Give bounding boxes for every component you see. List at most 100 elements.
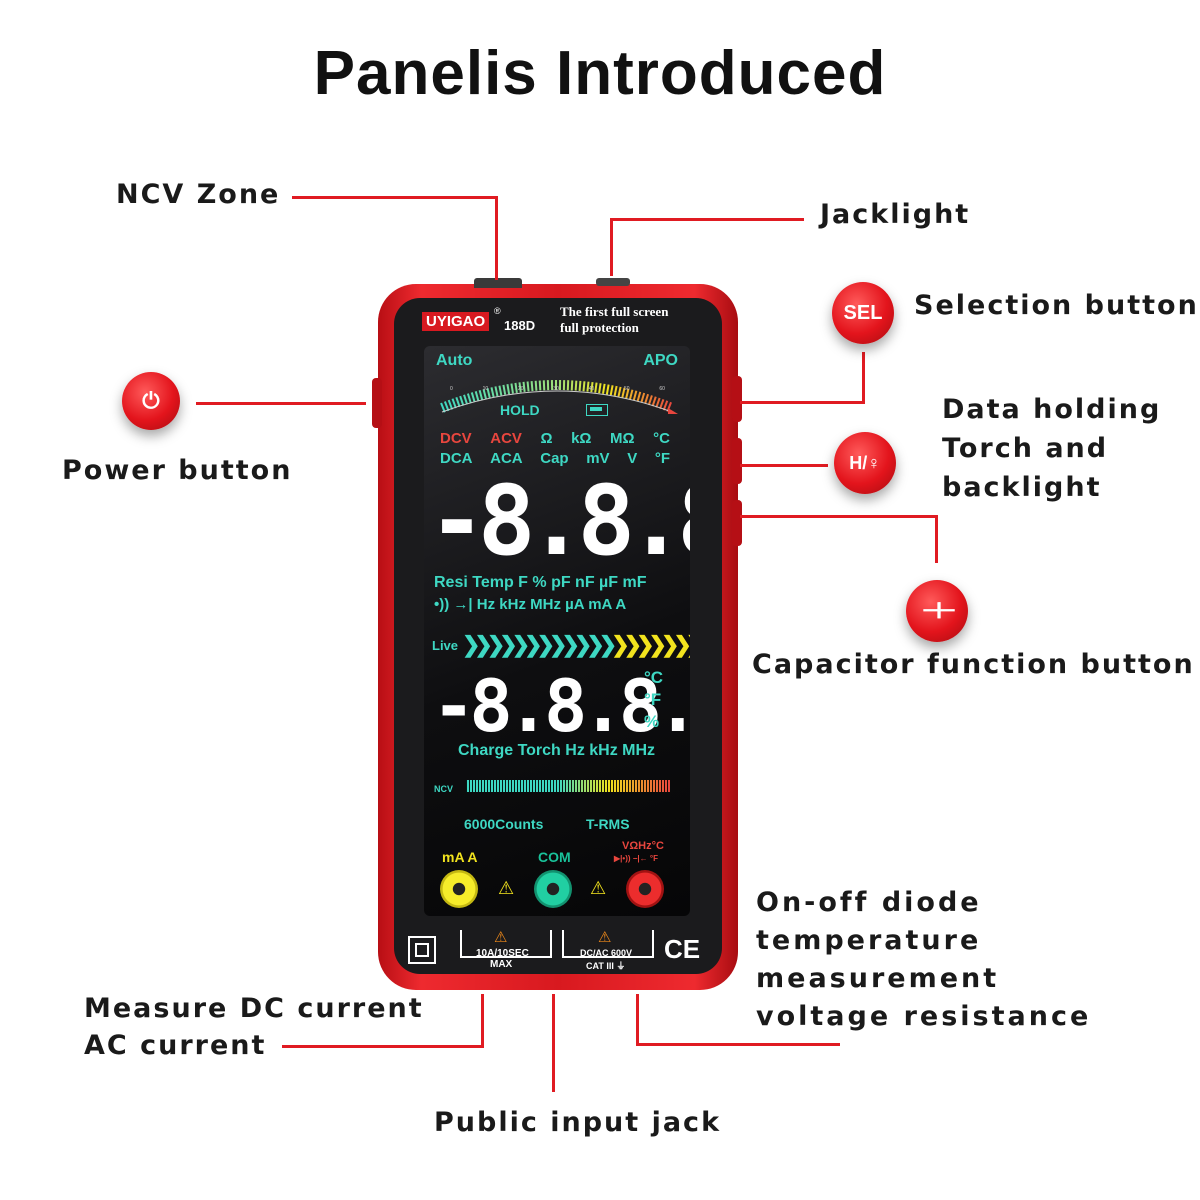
analog-scale [440,380,678,414]
callout-ncv-zone: NCV Zone [116,179,281,210]
sub-labels: Charge Torch Hz kHz MHz [458,742,656,759]
live-chevron-bar: ❯❯❯❯❯❯❯❯❯❯❯❯❯❯❯❯❯❯❯❯❯❯❯❯❯ [462,632,690,657]
sel-button-icon: SEL [832,282,894,344]
warning-icon: ⚠ [590,878,607,898]
max-current-label: 10A/10SEC [476,948,529,959]
cap-leader-v [935,515,938,563]
power-icon: ⏻ [142,388,160,413]
cap-leader-h [740,515,938,518]
jack-v-label-1: VΩHz°C [622,840,664,852]
cap-side-button[interactable] [732,500,742,546]
max-label: MAX [490,959,513,970]
jack-com-label: COM [538,849,571,865]
hold-torch-label: H/♀ [849,452,881,473]
power-leader [196,402,366,405]
tagline-line-2: full protection [560,320,639,335]
jacklight-leader-h [610,218,804,221]
bottom-bracket-right [562,930,654,958]
ncv-leader-v [495,196,498,280]
hold-torch-button-icon: H/♀ [834,432,896,494]
mode-ohm: Ω [540,430,553,447]
scale-tick: 50 [624,386,630,392]
sel-leader-v [862,352,865,404]
mode-dcv: DCV [440,430,472,447]
dc-leader-h [282,1045,484,1048]
jack-com[interactable] [534,870,572,908]
power-side-button[interactable] [372,378,382,428]
units-row-2: •)) →| Hz kHz MHz µA mA A [434,596,627,613]
sel-label: SEL [843,301,883,324]
capacitor-icon: ⊣⊢ [921,598,956,623]
callout-selection-button: Selection button [914,290,1199,321]
mode-aca: ACA [490,450,523,467]
callout-public-jack: Public input jack [434,1107,722,1138]
callout-diode-2: temperature [756,925,982,956]
model-number: 188D [504,318,536,333]
sub-unit-c: °C [644,668,664,687]
jack-ma-label: mA A [442,849,478,865]
lcd-screen: Auto APO 0 10 20 30 40 50 60 HOLD DCV AC… [424,346,690,916]
diode-leader-h [636,1043,840,1046]
mode-v: V [627,450,638,467]
live-label: Live [432,638,459,653]
callout-capacitor-button: Capacitor function button [752,649,1195,680]
jacklight-leader-v [610,218,613,276]
ncv-leader-h [292,196,498,199]
mode-cap: Cap [540,450,569,467]
scale-tick: 10 [482,386,489,392]
trms-label: T-RMS [586,816,630,832]
auto-indicator: Auto [436,352,473,369]
callout-data-holding-3: backlight [942,472,1102,503]
tagline-line-1: The first full screen [560,304,669,319]
counts-label: 6000Counts [464,816,544,832]
scale-tick: 20 [517,386,524,392]
power-button-icon: ⏻ [122,372,180,430]
mode-mohm: MΩ [610,430,635,447]
battery-icon [586,404,608,416]
public-jack-leader [552,994,555,1092]
ncv-bar [466,780,670,792]
callout-measure-dc-1: Measure DC current [84,993,424,1024]
units-row-1: Resi Temp F % pF nF µF mF [434,574,647,591]
hold-side-button[interactable] [732,438,742,484]
sub-unit-f: °F [644,690,662,709]
warning-icon: ⚠ [494,929,508,946]
hold-leader [740,464,828,467]
mode-celsius: °C [653,430,670,447]
callout-data-holding-1: Data holding [942,394,1162,425]
capacitor-button-icon: ⊣⊢ [906,580,968,642]
voltage-rating-label: DC/AC 600V [580,948,633,958]
mode-row-1: DCV ACV Ω kΩ MΩ °C [440,430,670,447]
mode-kohm: kΩ [571,430,592,447]
ncv-zone-notch [474,278,522,288]
jack-ma-a[interactable] [440,870,478,908]
sel-side-button[interactable] [732,376,742,422]
mode-dca: DCA [440,450,473,467]
dc-leader-v [481,994,484,1048]
registered-mark: ® [494,306,501,316]
callout-measure-dc-2: AC current [84,1030,267,1061]
jacklight-led [596,278,630,286]
diode-leader-v [636,994,639,1046]
callout-power-button: Power button [62,455,293,486]
bottom-bracket-left [460,930,552,958]
scale-tick: 0 [450,386,453,392]
mode-mv: mV [586,450,610,467]
scale-ticks: 0 10 20 30 40 50 60 [450,386,665,392]
callout-data-holding-2: Torch and [942,433,1109,464]
ncv-label: NCV [434,784,454,794]
scale-tick: 30 [553,386,559,392]
sel-leader-h [740,401,865,404]
ce-mark: CE [664,934,701,964]
callout-jacklight: Jacklight [820,199,971,230]
double-insulation-icon [408,936,436,964]
callout-diode-1: On-off diode [756,887,982,918]
warning-icon: ⚠ [598,929,612,946]
sub-display: -8.8.8.8 [432,664,690,748]
brand-logo: UYIGAO [422,312,490,331]
callout-diode-3: measurement [756,963,1000,994]
scale-tick: 40 [588,386,595,392]
warning-icon: ⚠ [498,878,515,898]
mode-fahrenheit: °F [654,450,670,467]
jack-v-ohm[interactable] [626,870,664,908]
